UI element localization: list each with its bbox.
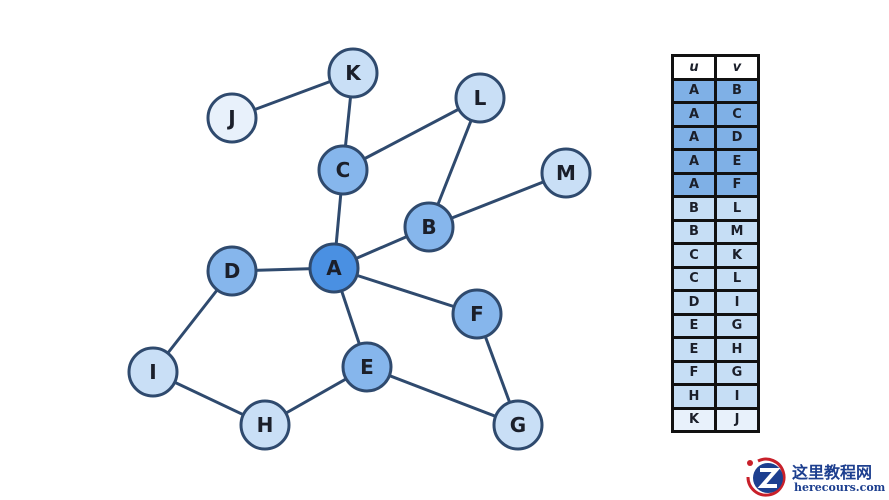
cell-u: A [671,77,717,104]
node-circle [317,144,369,196]
logo-title: 这里教程网 [792,463,873,482]
nodes-layer: A B C D E F G H I K L M J [127,47,592,451]
node-circle [492,399,544,451]
node-circle [327,47,379,99]
logo-subtitle: herecours.com [794,481,886,494]
cell-u: C [671,265,717,292]
node-circle [206,245,258,297]
cell-v: K [714,242,760,269]
cell-v: L [714,265,760,292]
table-header-row: u v [671,54,760,81]
cell-v: C [714,101,760,128]
node-label: H [257,413,274,437]
node-B: B [403,201,455,253]
graph-diagram: A B C D E F G H I K L M J [127,47,592,451]
node-label: B [421,215,436,239]
node-circle [341,341,393,393]
node-D: D [206,245,258,297]
node-J: J [206,92,258,144]
cell-u: D [671,289,717,316]
cell-v: I [714,383,760,410]
cell-v: I [714,289,760,316]
cell-u: E [671,336,717,363]
header-v: v [714,54,760,81]
node-circle [127,346,179,398]
cell-u: F [671,359,717,386]
node-label: I [149,360,156,384]
node-label: L [474,86,487,110]
cell-u: H [671,383,717,410]
cell-u: B [671,218,717,245]
edge-C-L [342,96,481,172]
cell-v: F [714,171,760,198]
cell-v: M [714,218,760,245]
node-label: K [345,61,362,85]
header-u: u [671,54,717,81]
edge-E-G [366,365,519,427]
cell-v: H [714,336,760,363]
node-circle [206,92,258,144]
node-circle [454,72,506,124]
node-G: G [492,399,544,451]
node-label: G [510,413,526,437]
cell-u: B [671,195,717,222]
node-H: H [239,399,291,451]
cell-v: D [714,124,760,151]
cell-v: B [714,77,760,104]
cell-u: E [671,312,717,339]
cell-u: A [671,124,717,151]
node-label: D [224,259,241,283]
node-L: L [454,72,506,124]
node-A: A [308,242,360,294]
cell-u: K [671,406,717,433]
node-K: K [327,47,379,99]
cell-v: G [714,359,760,386]
cell-u: A [671,171,717,198]
logo-z-icon [746,457,786,497]
cell-u: C [671,242,717,269]
cell-u: A [671,148,717,175]
node-circle [239,399,291,451]
cell-v: G [714,312,760,339]
watermark-logo: 这里教程网 herecours.com [742,455,889,500]
node-circle [540,147,592,199]
cell-u: A [671,101,717,128]
cell-v: E [714,148,760,175]
cell-v: J [714,406,760,433]
node-circle [451,288,503,340]
node-label: F [470,302,484,326]
node-I: I [127,346,179,398]
node-circle [403,201,455,253]
node-circle [308,242,360,294]
node-E: E [341,341,393,393]
node-M: M [540,147,592,199]
node-label: A [326,256,342,280]
node-label: M [556,161,576,185]
node-label: J [226,106,235,130]
node-F: F [451,288,503,340]
node-label: E [360,355,374,379]
node-C: C [317,144,369,196]
node-label: C [336,158,351,182]
cell-v: L [714,195,760,222]
